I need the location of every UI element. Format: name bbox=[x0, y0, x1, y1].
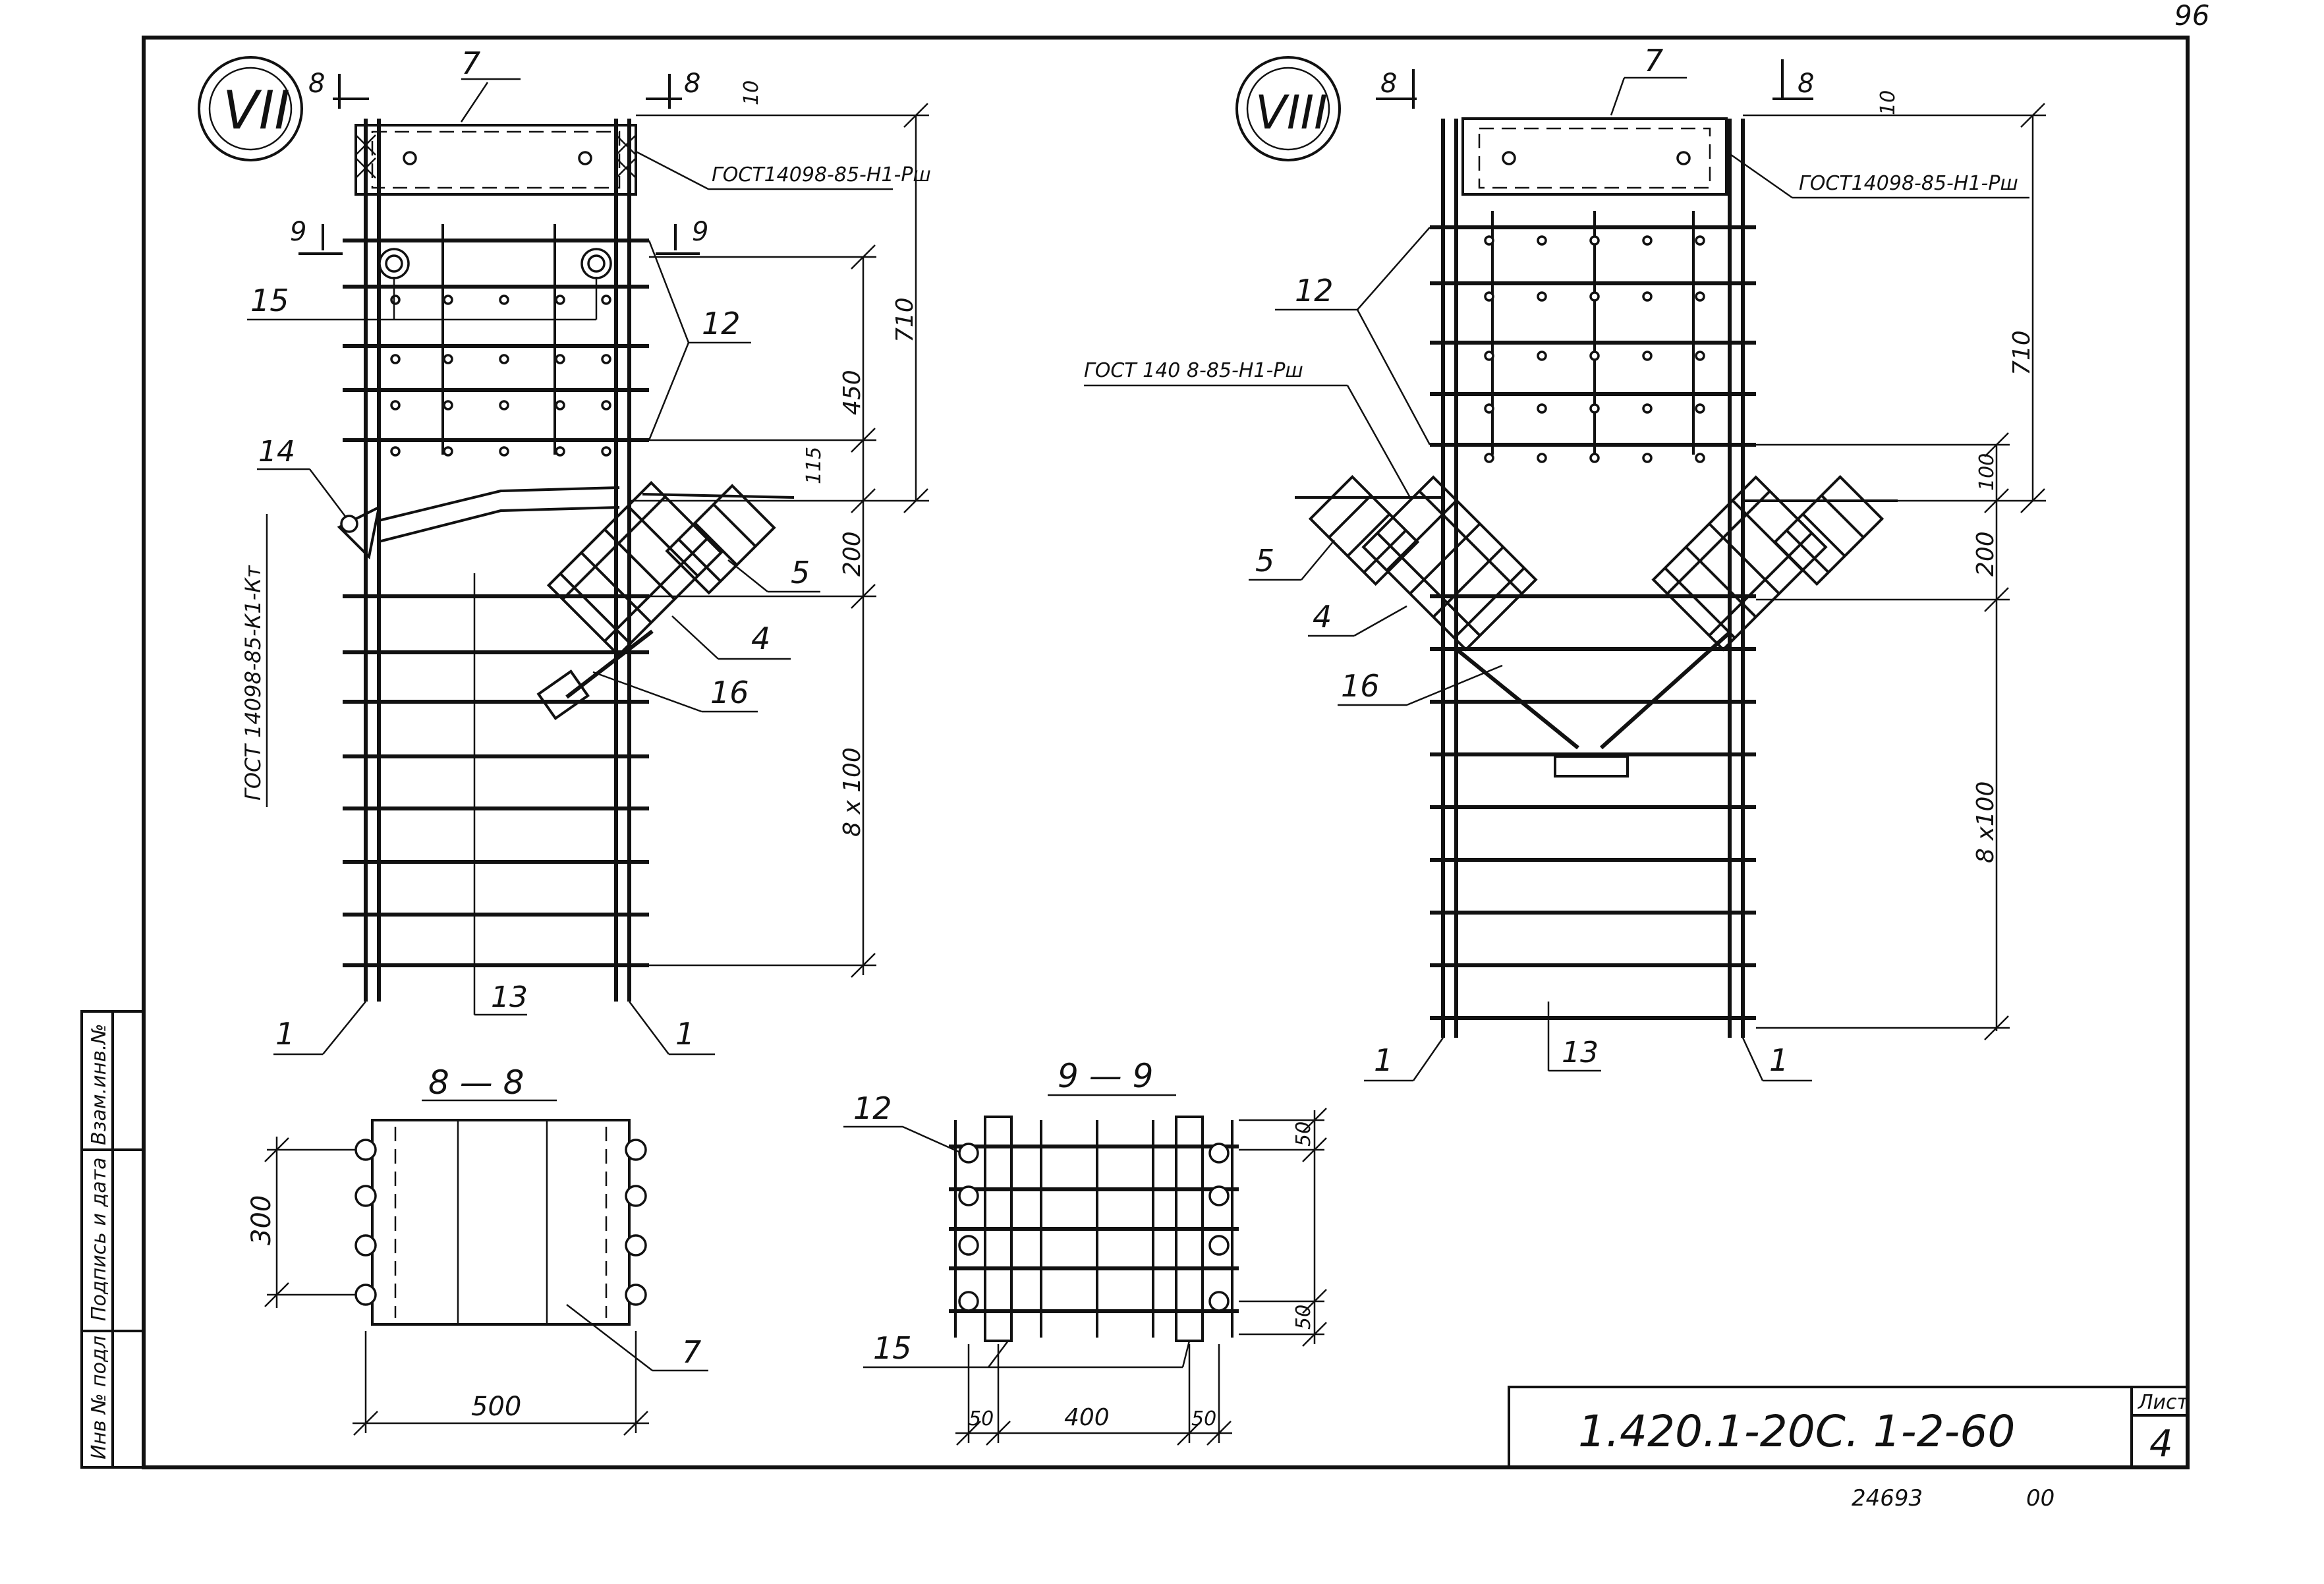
sheet-number: 4 bbox=[2149, 1423, 2173, 1465]
node-7-callout-4: 4 bbox=[751, 621, 770, 656]
node-8-callout-1-right: 1 bbox=[1769, 1042, 1788, 1078]
node-8-dimensions: 710 100 200 8 х100 bbox=[1743, 103, 2046, 1040]
node-7-marker: VII bbox=[223, 80, 290, 141]
node-8-dim-710: 710 bbox=[2008, 330, 2035, 376]
node-7-bracket-cage bbox=[546, 480, 723, 658]
node-7-section-8-left: 8 bbox=[308, 69, 325, 99]
section-9-9-dim-50-left: 50 bbox=[969, 1407, 994, 1430]
node-8-marker: VIII bbox=[1255, 86, 1328, 140]
node-8-callout-16: 16 bbox=[1341, 668, 1380, 704]
section-9-9-dim-50-top: 50 bbox=[1292, 1121, 1315, 1146]
node-8-dim-200: 200 bbox=[1972, 531, 1999, 577]
sheet-label: Лист bbox=[2138, 1391, 2190, 1414]
title-block: 1.420.1-20С. 1-2-60 Лист 4 24693 00 bbox=[1508, 1386, 2190, 1512]
node-7-callout-12: 12 bbox=[702, 306, 741, 341]
node-7-callout-1-right: 1 bbox=[675, 1016, 694, 1052]
node-8-callout-5: 5 bbox=[1255, 543, 1274, 579]
node-8-drawing: VIII 8 8 7 ГОСТ14098-85-Н1-Рш 10 bbox=[1084, 43, 2046, 1082]
section-9-9-title: 9 — 9 bbox=[1058, 1057, 1153, 1095]
section-8-8-title: 8 — 8 bbox=[428, 1063, 524, 1102]
node-7-callout-5: 5 bbox=[791, 555, 810, 590]
node-8-section-8-left: 8 bbox=[1380, 69, 1397, 99]
node-7-dim-450: 450 bbox=[839, 370, 866, 415]
node-7-dim-10: 10 bbox=[740, 80, 763, 105]
node-8-dim-10: 10 bbox=[1877, 90, 1900, 115]
node-7-section-9-left: 9 bbox=[290, 217, 306, 247]
section-9-9: 9 — 9 12 15 50 50 50 400 50 bbox=[843, 1057, 1327, 1446]
node-8-dim-8x100: 8 х100 bbox=[1972, 781, 1999, 863]
node-8-dim-100: 100 bbox=[1975, 453, 1998, 491]
section-8-8-dim-300: 300 bbox=[246, 1195, 277, 1245]
node-7-dim-200: 200 bbox=[839, 531, 866, 577]
node-8-callout-1-left: 1 bbox=[1374, 1042, 1393, 1078]
node-8-weld-note-top: ГОСТ14098-85-Н1-Рш bbox=[1799, 172, 2018, 195]
section-8-8-dim-500: 500 bbox=[471, 1392, 521, 1422]
node-8-weld-note-bracket: ГОСТ 140 8-85-Н1-Рш bbox=[1084, 359, 1303, 382]
node-8-frame-right bbox=[1772, 474, 1885, 586]
page-number: 96 bbox=[2174, 0, 2209, 32]
format-mark: 00 bbox=[2026, 1485, 2055, 1512]
stamp-replaces-inv: Взам.инв.№ bbox=[88, 1023, 111, 1145]
node-7-dim-115: 115 bbox=[803, 447, 826, 484]
section-9-9-dim-50-bottom: 50 bbox=[1292, 1305, 1315, 1330]
node-7-section-8-right: 8 bbox=[684, 69, 700, 99]
stamp-inv-original: Инв № подл bbox=[88, 1336, 111, 1459]
node-8-bracket-right bbox=[1651, 475, 1828, 652]
sheet-frame: 96 bbox=[142, 0, 2209, 1469]
node-8-section-8-right: 8 bbox=[1798, 69, 1814, 99]
node-7-rebar-dots bbox=[390, 295, 611, 457]
node-8-rebar-dots bbox=[1484, 235, 1705, 463]
node-7-callout-16: 16 bbox=[710, 675, 749, 710]
node-8-callout-12: 12 bbox=[1295, 273, 1334, 308]
section-9-9-dim-400: 400 bbox=[1064, 1404, 1110, 1431]
inventory-number: 24693 bbox=[1852, 1485, 1923, 1512]
node-7-dim-8x100: 8 х 100 bbox=[839, 747, 866, 837]
section-9-9-callout-15: 15 bbox=[873, 1330, 912, 1366]
node-8-frame-left bbox=[1308, 474, 1420, 586]
node-7-weld-note-side: ГОСТ 14098-85-К1-Кт bbox=[241, 565, 266, 801]
node-8-callout-13: 13 bbox=[1562, 1036, 1599, 1069]
node-7-drawing: VII 8 8 9 9 7 bbox=[198, 45, 931, 1056]
node-7-section-9-right: 9 bbox=[692, 217, 708, 247]
node-7-bracket-frame bbox=[665, 484, 776, 595]
node-7-callout-1-left: 1 bbox=[275, 1016, 295, 1052]
node-8-bracket-left bbox=[1361, 475, 1538, 652]
node-7-callout-13: 13 bbox=[491, 980, 528, 1014]
node-7-callout-14: 14 bbox=[258, 435, 295, 468]
section-8-8: 8 — 8 300 500 7 bbox=[246, 1063, 708, 1436]
node-7-callout-15: 15 bbox=[250, 283, 289, 318]
section-9-9-dim-50-right: 50 bbox=[1191, 1407, 1216, 1430]
section-9-9-callout-12: 12 bbox=[853, 1090, 892, 1126]
node-7-callout-7: 7 bbox=[461, 45, 480, 81]
node-7-dim-710: 710 bbox=[892, 297, 919, 343]
node-7-dimensions: 710 10 450 115 200 8 х 100 bbox=[629, 80, 929, 978]
node-8-callout-7: 7 bbox=[1644, 43, 1663, 78]
node-8-callout-4: 4 bbox=[1313, 599, 1332, 635]
document-code: 1.420.1-20С. 1-2-60 bbox=[1578, 1406, 2015, 1457]
side-stamp: Взам.инв.№ Подпись и дата Инв № подл bbox=[80, 1010, 145, 1469]
section-8-8-callout-7: 7 bbox=[682, 1334, 701, 1370]
stamp-signature-date: Подпись и дата bbox=[88, 1158, 111, 1322]
node-7-weld-note-top: ГОСТ14098-85-Н1-Рш bbox=[712, 163, 931, 186]
